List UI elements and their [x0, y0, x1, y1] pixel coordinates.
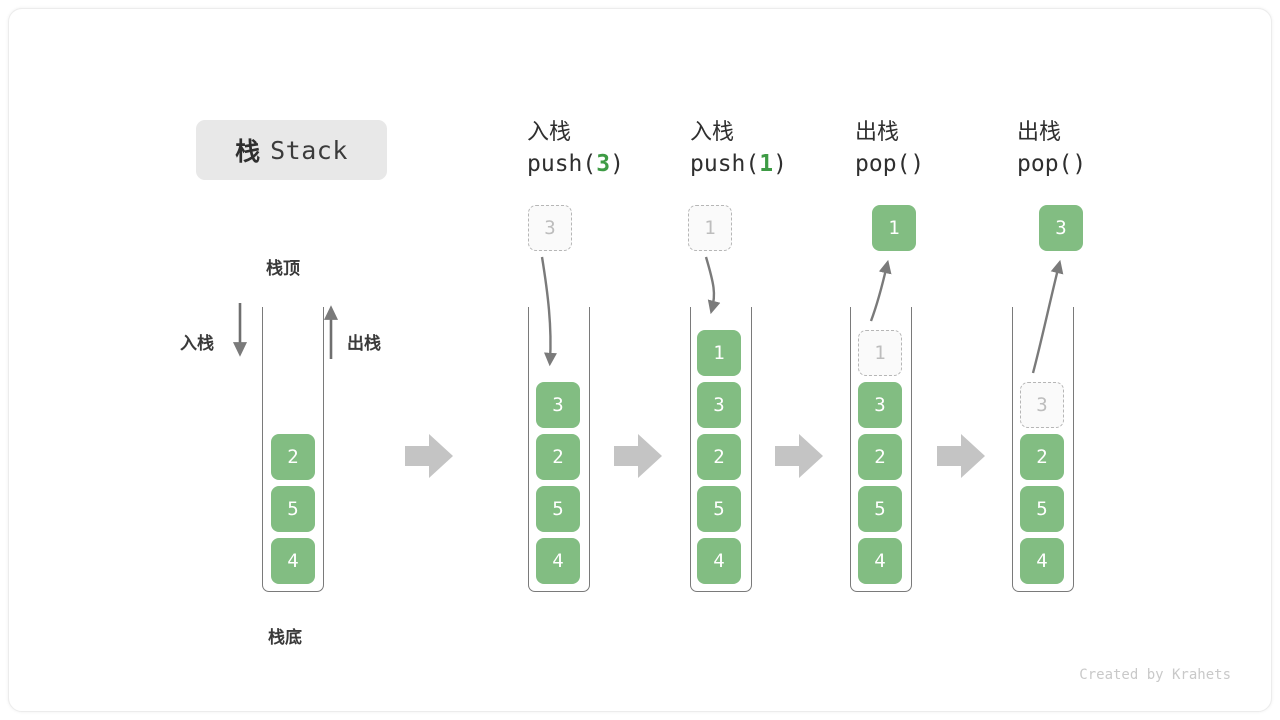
- stack-cell: 5: [1020, 486, 1064, 532]
- stack-cell: 1: [697, 330, 741, 376]
- stack-cell: 5: [858, 486, 902, 532]
- removed-ghost-cell: 1: [858, 330, 902, 376]
- column-header-code: push(3): [527, 150, 624, 177]
- stack-cell: 4: [271, 538, 315, 584]
- diagram-card: 栈 Stack 栈顶 栈底 入栈 出栈 入栈 push(3) 入栈 push(1…: [8, 8, 1272, 712]
- popped-cell: 3: [1039, 205, 1083, 251]
- pop-side-label: 出栈: [347, 334, 381, 353]
- stack-bottom-label: 栈底: [268, 628, 302, 647]
- stack-cell: 4: [1020, 538, 1064, 584]
- stack-container-push-3: [528, 307, 590, 592]
- incoming-ghost-cell: 1: [688, 205, 732, 251]
- incoming-ghost-cell: 3: [528, 205, 572, 251]
- column-header-pop-3: 出栈 pop(): [1017, 116, 1197, 181]
- stack-cell: 2: [271, 434, 315, 480]
- stack-cell: 4: [858, 538, 902, 584]
- column-header-cn: 入栈: [690, 119, 735, 144]
- column-header-cn: 出栈: [1017, 119, 1062, 144]
- stack-cell: 2: [536, 434, 580, 480]
- column-header-code: push(1): [690, 150, 787, 177]
- column-header-push-3: 入栈 push(3): [527, 116, 707, 181]
- stack-container-push-1: [690, 307, 752, 592]
- title-badge: 栈 Stack: [196, 120, 387, 180]
- flow-arrow: [937, 434, 985, 478]
- stack-cell: 3: [536, 382, 580, 428]
- column-header-code: pop(): [855, 150, 925, 177]
- stack-cell: 2: [697, 434, 741, 480]
- stack-cell: 3: [697, 382, 741, 428]
- arrow-overlay: [232, 256, 1064, 478]
- stack-cell: 2: [1020, 434, 1064, 480]
- column-header-cn: 入栈: [527, 119, 572, 144]
- column-header-pop-1: 出栈 pop(): [855, 116, 1035, 181]
- removed-ghost-cell: 3: [1020, 382, 1064, 428]
- stack-cell: 3: [858, 382, 902, 428]
- title-cn: 栈: [235, 138, 261, 166]
- popped-cell: 1: [872, 205, 916, 251]
- stack-cell: 4: [536, 538, 580, 584]
- flow-arrow: [614, 434, 662, 478]
- stack-cell: 2: [858, 434, 902, 480]
- stack-container-pop-3: [1012, 307, 1074, 592]
- stack-container-initial: [262, 307, 324, 592]
- push-value: 3: [596, 150, 611, 177]
- flow-arrow: [405, 434, 453, 478]
- stack-top-label: 栈顶: [266, 259, 300, 278]
- push-curve-arrow: [704, 256, 721, 315]
- push-side-label: 入栈: [180, 334, 214, 353]
- stack-cell: 4: [697, 538, 741, 584]
- title-en: Stack: [270, 135, 348, 165]
- stack-container-pop-1: [850, 307, 912, 592]
- stack-cell: 5: [697, 486, 741, 532]
- column-header-push-1: 入栈 push(1): [690, 116, 870, 181]
- footer-credit: Created by Krahets: [1079, 667, 1231, 683]
- column-header-code: pop(): [1017, 150, 1087, 177]
- push-value: 1: [759, 150, 774, 177]
- flow-arrow: [775, 434, 823, 478]
- stack-cell: 5: [271, 486, 315, 532]
- stack-cell: 5: [536, 486, 580, 532]
- column-header-cn: 出栈: [855, 119, 900, 144]
